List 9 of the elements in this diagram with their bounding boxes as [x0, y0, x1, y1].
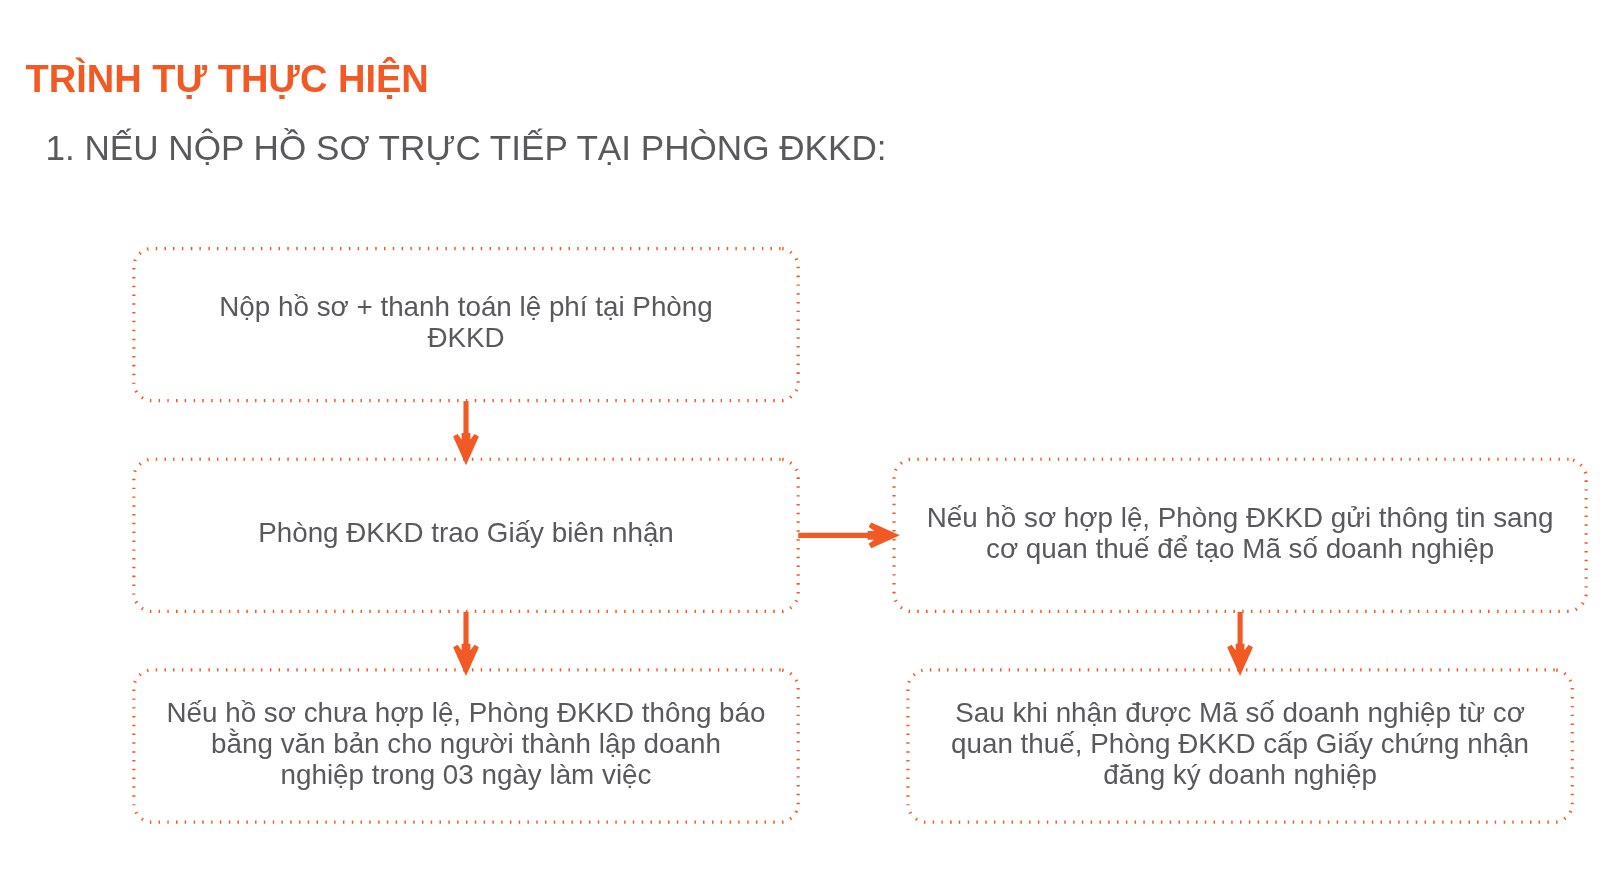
label: 1. NẾU NỘP HỒ SƠ TRỰC TIẾP TẠI PHÒNG ĐKKD:: [45, 127, 887, 167]
arrow: [452, 400, 480, 462]
node-box: Nộp hồ sơ + thanh toán lệ phí tại Phòng ĐKKD: [132, 246, 800, 402]
diagram-title: TRÌNH TỰ THỰC HIỆN: [25, 57, 429, 100]
node-box: Sau khi nhận được Mã số doanh nghiệp từ cơ quan thuế, Phòng ĐKKD cấp Giấy chứng nhận đăng ký doanh nghiệp: [906, 667, 1574, 824]
node-box: Nếu hồ sơ hợp lệ, Phòng ĐKKD gửi thông tin sang cơ quan thuế để tạo Mã số doanh nghiệp: [892, 457, 1588, 613]
node-box: Phòng ĐKKD trao Giấy biên nhận: [132, 457, 800, 613]
arrow: [798, 521, 897, 548]
node-box: Nếu hồ sơ chưa hợp lệ, Phòng ĐKKD thông báo bằng văn bản cho người thành lập doanh nghiệp trong 03 ngày làm việc: [132, 667, 800, 824]
